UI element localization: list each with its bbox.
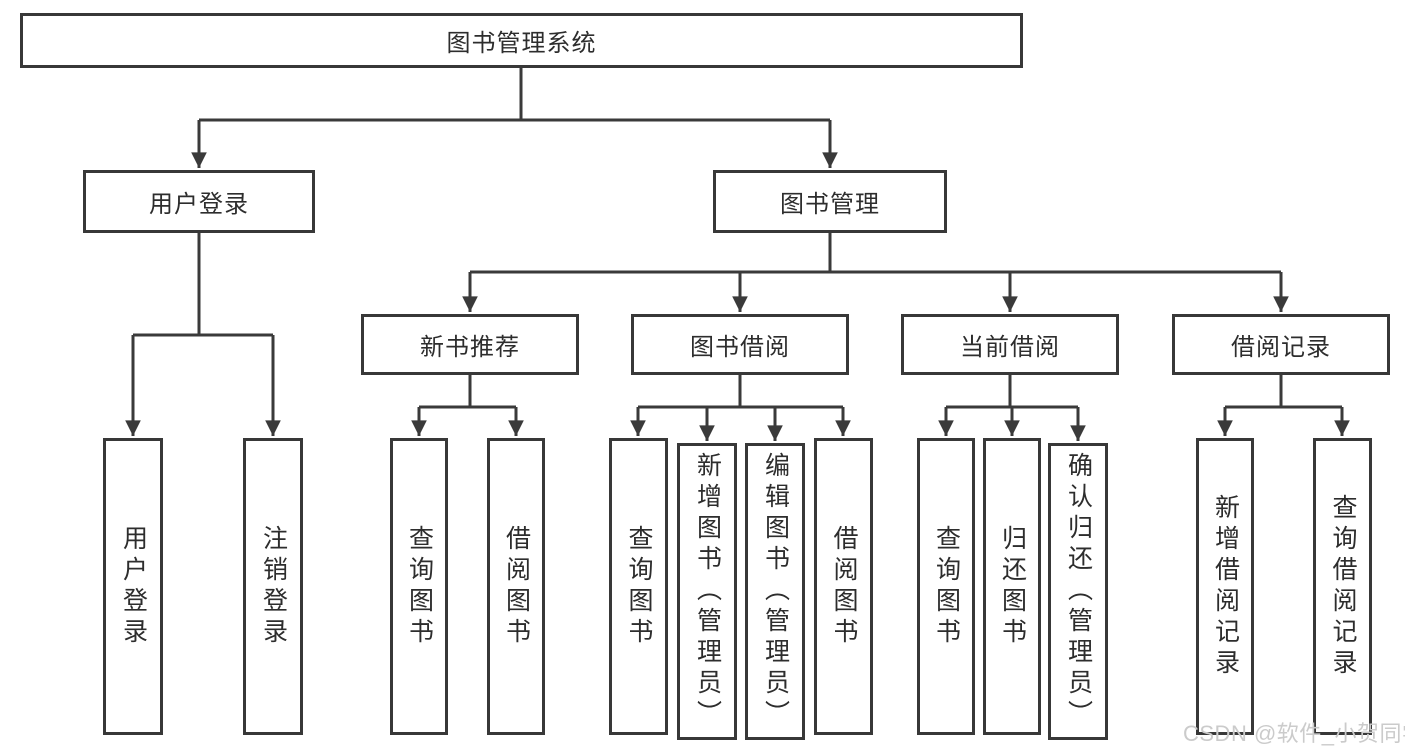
node-label: 查询借阅记录 bbox=[1329, 493, 1357, 680]
node-current-borrow: 当前借阅 bbox=[901, 314, 1119, 375]
leaf-record-query-borrow-record: 查询借阅记录 bbox=[1313, 438, 1372, 735]
rail-bookborrow-to-leaves bbox=[638, 375, 843, 409]
node-label: 新增借阅记录 bbox=[1211, 493, 1240, 680]
leaf-newbook-query-book: 查询图书 bbox=[390, 438, 448, 735]
leaf-current-query-book: 查询图书 bbox=[917, 438, 975, 735]
leaf-current-confirm-return-admin: 确认归还（管理员） bbox=[1048, 443, 1108, 740]
node-label: 用户登录 bbox=[149, 191, 249, 218]
node-label: 新增图书（管理员） bbox=[693, 452, 722, 731]
node-book-borrow: 图书借阅 bbox=[631, 314, 849, 375]
node-new-book-recommend: 新书推荐 bbox=[361, 314, 579, 375]
node-label: 图书管理系统 bbox=[446, 30, 597, 57]
leaf-user-login: 用户登录 bbox=[103, 438, 163, 735]
leaf-borrow-add-book-admin: 新增图书（管理员） bbox=[677, 443, 737, 740]
node-label: 图书借阅 bbox=[690, 334, 790, 361]
rail-currentborrow-to-leaves bbox=[946, 375, 1078, 409]
node-label: 用户登录 bbox=[119, 524, 148, 649]
node-label: 当前借阅 bbox=[960, 334, 1060, 361]
rail-userlogin-to-leaves bbox=[133, 233, 273, 337]
node-label: 查询图书 bbox=[405, 524, 434, 649]
node-label: 注销登录 bbox=[259, 524, 288, 649]
node-label: 新书推荐 bbox=[420, 334, 520, 361]
rail-borrowrecord-to-leaves bbox=[1225, 375, 1342, 409]
node-book-management: 图书管理 bbox=[713, 170, 947, 233]
node-label: 图书管理 bbox=[780, 191, 880, 218]
node-label: 确认归还（管理员） bbox=[1064, 452, 1093, 731]
rail-bookmgmt-to-level3 bbox=[470, 233, 1281, 274]
node-user-login: 用户登录 bbox=[83, 170, 315, 233]
watermark: CSDN @软件_小贺同学 bbox=[1183, 721, 1405, 746]
node-label: 查询图书 bbox=[625, 524, 653, 649]
leaf-record-add-borrow-record: 新增借阅记录 bbox=[1196, 438, 1254, 735]
rail-newbook-to-leaves bbox=[419, 375, 516, 409]
leaf-borrow-borrow-book: 借阅图书 bbox=[814, 438, 873, 735]
node-label: 借阅图书 bbox=[830, 524, 858, 649]
leaf-newbook-borrow-book: 借阅图书 bbox=[487, 438, 545, 735]
node-borrow-record: 借阅记录 bbox=[1172, 314, 1390, 375]
node-label: 编辑图书（管理员） bbox=[761, 452, 790, 731]
rail-root-to-level2 bbox=[199, 68, 830, 122]
node-label: 借阅记录 bbox=[1231, 334, 1331, 361]
leaf-borrow-query-book: 查询图书 bbox=[609, 438, 668, 735]
node-label: 借阅图书 bbox=[502, 524, 531, 649]
node-label: 查询图书 bbox=[932, 524, 961, 649]
node-label: 归还图书 bbox=[998, 524, 1027, 649]
leaf-logout-login: 注销登录 bbox=[243, 438, 303, 735]
leaf-borrow-edit-book-admin: 编辑图书（管理员） bbox=[745, 443, 805, 740]
leaf-current-return-book: 归还图书 bbox=[983, 438, 1041, 735]
node-library-management-system: 图书管理系统 bbox=[20, 13, 1023, 68]
